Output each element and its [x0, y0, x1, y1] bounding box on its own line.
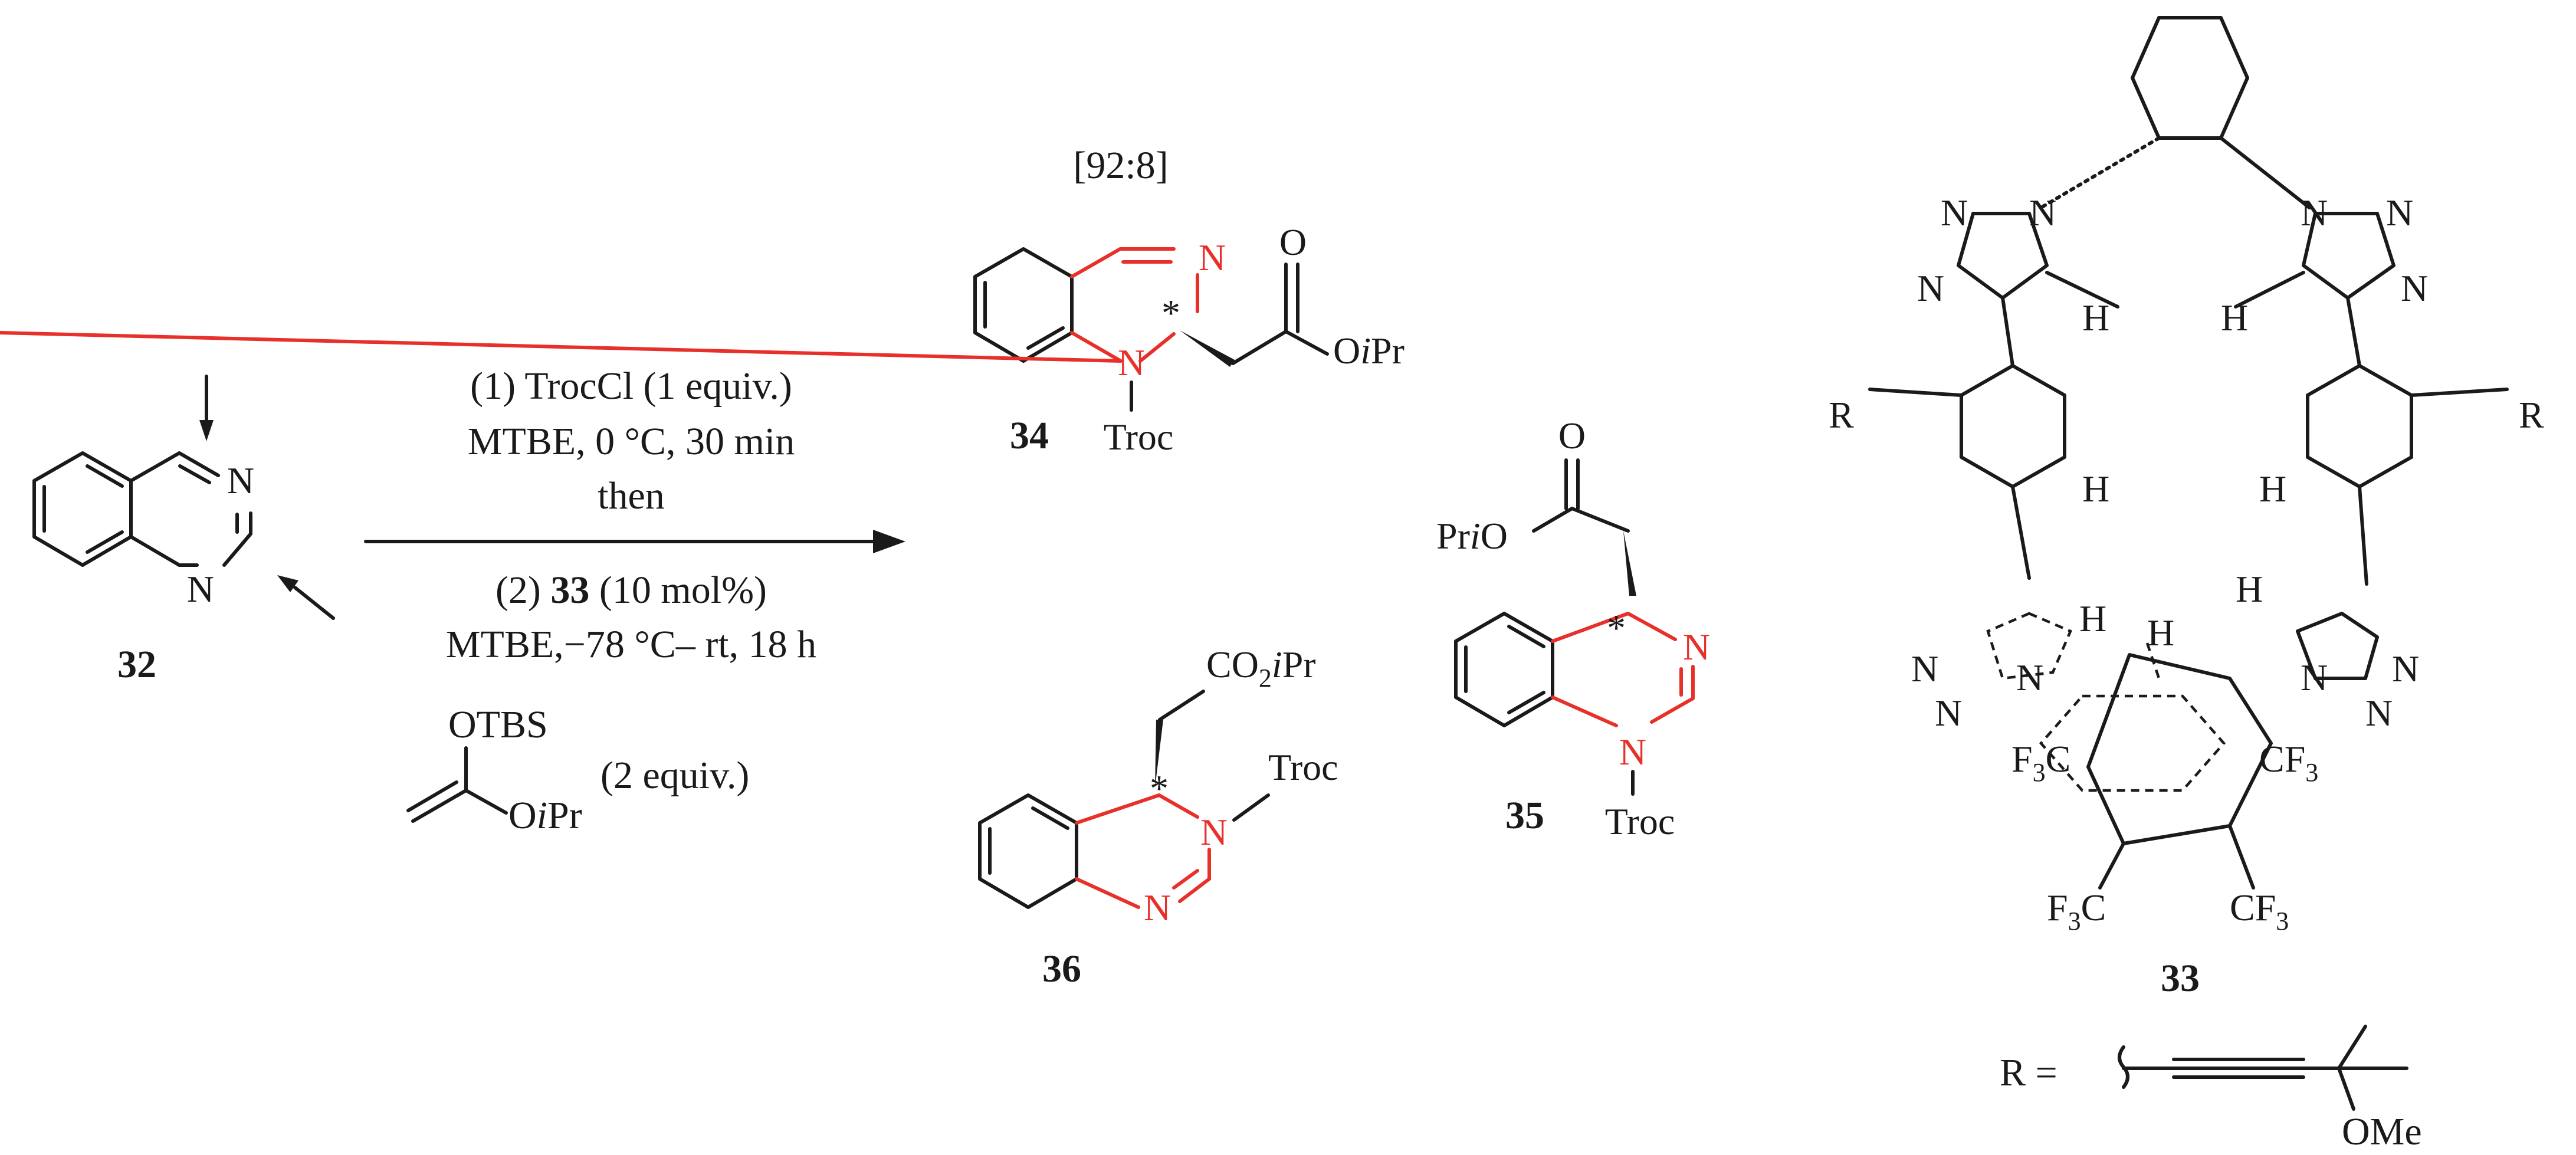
- arrow-head: [199, 420, 214, 441]
- atom-h: H: [2082, 468, 2109, 510]
- r-equals: R =: [2000, 1051, 2057, 1094]
- substituent-cf3: CF3: [2230, 887, 2289, 936]
- reaction-conditions: (1) TrocCl (1 equiv.) MTBE, 0 °C, 30 min…: [406, 365, 816, 837]
- ratio-label: [92:8]: [1073, 144, 1168, 187]
- stereocenter-star: *: [1150, 767, 1169, 809]
- atom-n: N: [2365, 692, 2393, 734]
- r-definition: R = OMe: [2000, 1025, 2422, 1153]
- ester-co2ipr: CO2iPr: [1206, 644, 1316, 693]
- troc-group: Troc: [1104, 416, 1174, 458]
- atom-n: N: [1683, 626, 1710, 668]
- atom-n: N: [2029, 192, 2056, 234]
- atom-n: N: [227, 460, 254, 501]
- substituent-cf3: F3C: [2011, 738, 2070, 787]
- condition-line-4: (2) 33 (10 mol%): [495, 569, 767, 612]
- product-36: N N * CO2iPr Troc 36: [978, 644, 1338, 990]
- atom-n: N: [1911, 648, 1938, 690]
- atom-h: H: [2221, 297, 2248, 339]
- ester-prio: PriO: [1436, 515, 1508, 557]
- compound-label-34: 34: [1010, 414, 1049, 457]
- quinazoline-32: N N 32: [32, 375, 335, 686]
- compound-label-36: 36: [1042, 947, 1081, 990]
- stereocenter-star: *: [1161, 292, 1180, 334]
- condition-line-2: MTBE, 0 °C, 30 min: [468, 420, 795, 463]
- substituent-cf3: CF3: [2259, 738, 2318, 787]
- compound-label-33: 33: [2161, 957, 2200, 1000]
- atom-n: N: [1199, 237, 1226, 278]
- product-35: O PriO N N * Troc 35: [1436, 415, 1710, 842]
- catalyst-33: N N N H N N N H R H R H H N N N H N N N: [1829, 16, 2544, 1000]
- atom-n: N: [2386, 192, 2413, 234]
- product-34: [92:8] N N * O OiPr Troc 34: [0, 144, 1405, 458]
- atom-h: H: [2082, 297, 2109, 339]
- atom-h: H: [2079, 598, 2106, 639]
- atom-n: N: [1941, 192, 1968, 234]
- condition-line-1: (1) TrocCl (1 equiv.): [470, 365, 792, 408]
- condition-line-5: MTBE,−78 °C– rt, 18 h: [446, 623, 816, 666]
- troc-group: Troc: [1605, 800, 1675, 842]
- ester-oipr: OiPr: [1333, 330, 1405, 372]
- compound-label-35: 35: [1505, 794, 1544, 837]
- atom-n: N: [1144, 887, 1171, 928]
- wedge-bond: [1155, 720, 1163, 788]
- atom-n: N: [187, 568, 214, 610]
- reagent-oipr: OiPr: [508, 794, 582, 837]
- atom-n: N: [2301, 192, 2328, 234]
- atom-n: N: [2301, 657, 2328, 698]
- wedge-bond: [1623, 531, 1636, 596]
- atom-n: N: [1917, 267, 1944, 309]
- substituent-cf3: F3C: [2047, 887, 2106, 936]
- arrow-head: [873, 530, 905, 553]
- atom-n: N: [2016, 657, 2043, 698]
- reagent-otbs: OTBS: [448, 703, 548, 746]
- atom-n: N: [2392, 648, 2419, 690]
- atom-h: H: [2259, 468, 2286, 510]
- atom-n: N: [1118, 342, 1145, 383]
- stereocenter-star: *: [1607, 607, 1626, 649]
- substituent-r: R: [1829, 394, 1854, 436]
- arrow-head: [277, 575, 298, 592]
- methoxy-group: OMe: [2342, 1110, 2422, 1153]
- atom-n: N: [2401, 267, 2428, 309]
- atom-n: N: [1200, 811, 1228, 853]
- compound-label-32: 32: [117, 643, 156, 686]
- wedge-bond: [1180, 330, 1235, 367]
- atom-n: N: [1935, 692, 1962, 734]
- troc-group: Troc: [1268, 746, 1338, 788]
- condition-line-3: then: [598, 474, 665, 517]
- substituent-r: R: [2519, 394, 2544, 436]
- atom-h: H: [2147, 612, 2174, 654]
- reaction-arrow: [364, 530, 905, 553]
- atom-o: O: [1558, 415, 1586, 457]
- atom-o: O: [1279, 221, 1307, 263]
- atom-h: H: [2236, 568, 2263, 610]
- hashed-bond: [2039, 136, 2311, 209]
- silyl-ketene-acetal: OTBS OiPr (2 equiv.): [406, 703, 749, 837]
- reagent-equiv: (2 equiv.): [600, 754, 749, 797]
- atom-n: N: [1619, 731, 1646, 773]
